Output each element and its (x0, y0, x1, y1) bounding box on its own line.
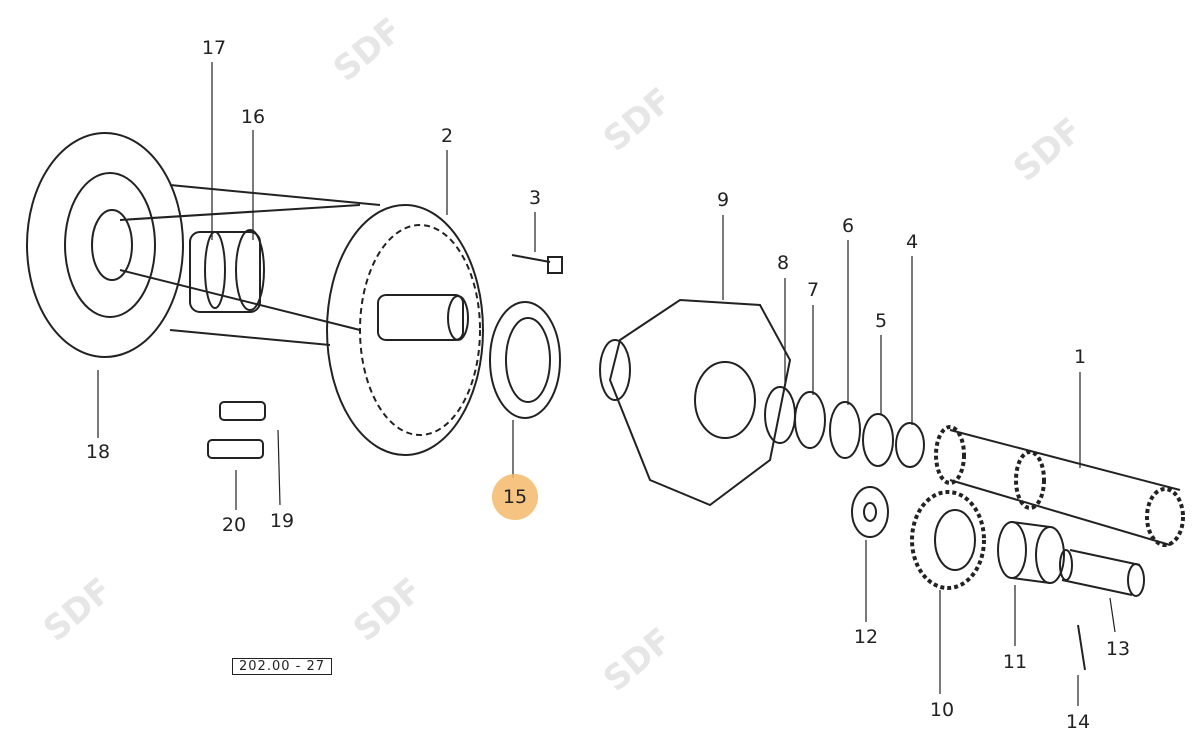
planet-pin (1059, 549, 1145, 597)
planet-gear (910, 490, 986, 590)
part-label-8[interactable]: 8 (776, 252, 790, 274)
part-label-15[interactable]: 15 (502, 486, 528, 508)
planet-carrier-housing (326, 204, 484, 456)
part-label-2[interactable]: 2 (440, 125, 454, 147)
part-label-20[interactable]: 20 (221, 514, 247, 536)
part-label-1[interactable]: 1 (1073, 346, 1087, 368)
part-label-19[interactable]: 19 (269, 510, 295, 532)
diagram-code: 202.00 - 27 (232, 658, 332, 675)
part-label-7[interactable]: 7 (806, 279, 820, 301)
part-label-16[interactable]: 16 (240, 106, 266, 128)
roll-pin (1077, 624, 1086, 671)
bolt (511, 254, 563, 274)
needle-bearing (997, 521, 1065, 584)
washer (851, 486, 889, 538)
part-label-9[interactable]: 9 (716, 189, 730, 211)
part-label-10[interactable]: 10 (929, 699, 955, 721)
wheel-studs (207, 401, 266, 459)
hub (599, 298, 792, 507)
part-label-14[interactable]: 14 (1065, 711, 1091, 733)
part-label-11[interactable]: 11 (1002, 651, 1028, 673)
part-label-3[interactable]: 3 (528, 187, 542, 209)
part-label-12[interactable]: 12 (853, 626, 879, 648)
part-label-18[interactable]: 18 (85, 441, 111, 463)
thrust-washers (764, 386, 925, 468)
part-label-17[interactable]: 17 (201, 37, 227, 59)
axle-flange (26, 132, 184, 358)
part-label-5[interactable]: 5 (874, 310, 888, 332)
axle-housing (119, 184, 381, 346)
bearing (489, 301, 561, 419)
highlight-marker[interactable] (492, 474, 538, 520)
part-label-13[interactable]: 13 (1105, 638, 1131, 660)
part-label-6[interactable]: 6 (841, 215, 855, 237)
part-label-4[interactable]: 4 (905, 231, 919, 253)
leader-lines (97, 62, 1116, 706)
sun-gear-shaft (934, 425, 1185, 547)
